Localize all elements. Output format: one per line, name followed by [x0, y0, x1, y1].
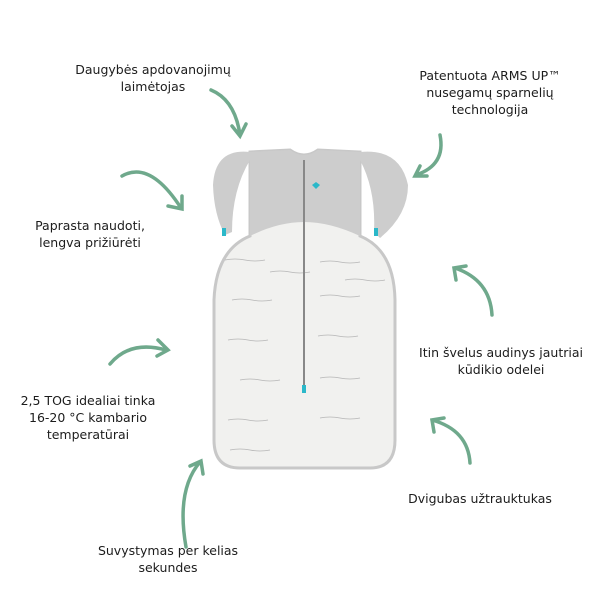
zipper-pull: [302, 385, 306, 393]
feature-label: Paprasta naudoti, lengva prižiūrėti: [10, 217, 170, 251]
left-wing: [213, 151, 250, 235]
feature-text: Daugybės apdovanojimų: [75, 62, 231, 77]
feature-label: Suvystymas per kelias sekundes: [88, 542, 248, 576]
logo-icon: [312, 182, 320, 189]
feature-label: 2,5 TOG idealiai tinka 16-20 °C kambario…: [8, 392, 168, 443]
arrow-icon: [181, 458, 205, 549]
feature-text: kūdikio odelei: [457, 362, 545, 377]
feature-text: Itin švelus audinys jautriai: [419, 345, 583, 360]
feature-text: temperatūrai: [46, 427, 130, 442]
feature-text: Patentuota ARMS UP™: [419, 68, 561, 83]
arrow-icon: [108, 338, 171, 366]
feature-text: 2,5 TOG idealiai tinka: [20, 393, 156, 408]
feature-label: Dvigubas užtrauktukas: [400, 490, 560, 507]
arrow-icon: [412, 133, 443, 178]
feature-text: 16-20 °C kambario: [29, 410, 147, 425]
arrow-icon: [209, 88, 248, 140]
arrows: [108, 88, 494, 549]
feature-text: Suvystymas per kelias: [97, 543, 239, 558]
feature-text: lengva prižiūrėti: [39, 235, 141, 250]
arrow-icon: [120, 170, 184, 212]
feature-text: nusegamų sparnelių: [426, 85, 554, 100]
feature-text: Dvigubas užtrauktukas: [408, 491, 552, 506]
feature-label: Daugybės apdovanojimų laimėtojas: [73, 61, 233, 95]
feature-label: Patentuota ARMS UP™ nusegamų sparnelių t…: [410, 67, 570, 118]
feature-label: Itin švelus audinys jautriai kūdikio ode…: [415, 344, 587, 378]
right-wing: [360, 151, 408, 238]
arrow-icon: [429, 416, 472, 465]
sleep-suit: [212, 148, 397, 470]
feature-text: sekundes: [138, 560, 198, 575]
feature-text: technologija: [451, 102, 529, 117]
feature-text: Paprasta naudoti,: [35, 218, 145, 233]
arrow-icon: [451, 264, 494, 317]
feature-text: laimėtojas: [120, 79, 186, 94]
